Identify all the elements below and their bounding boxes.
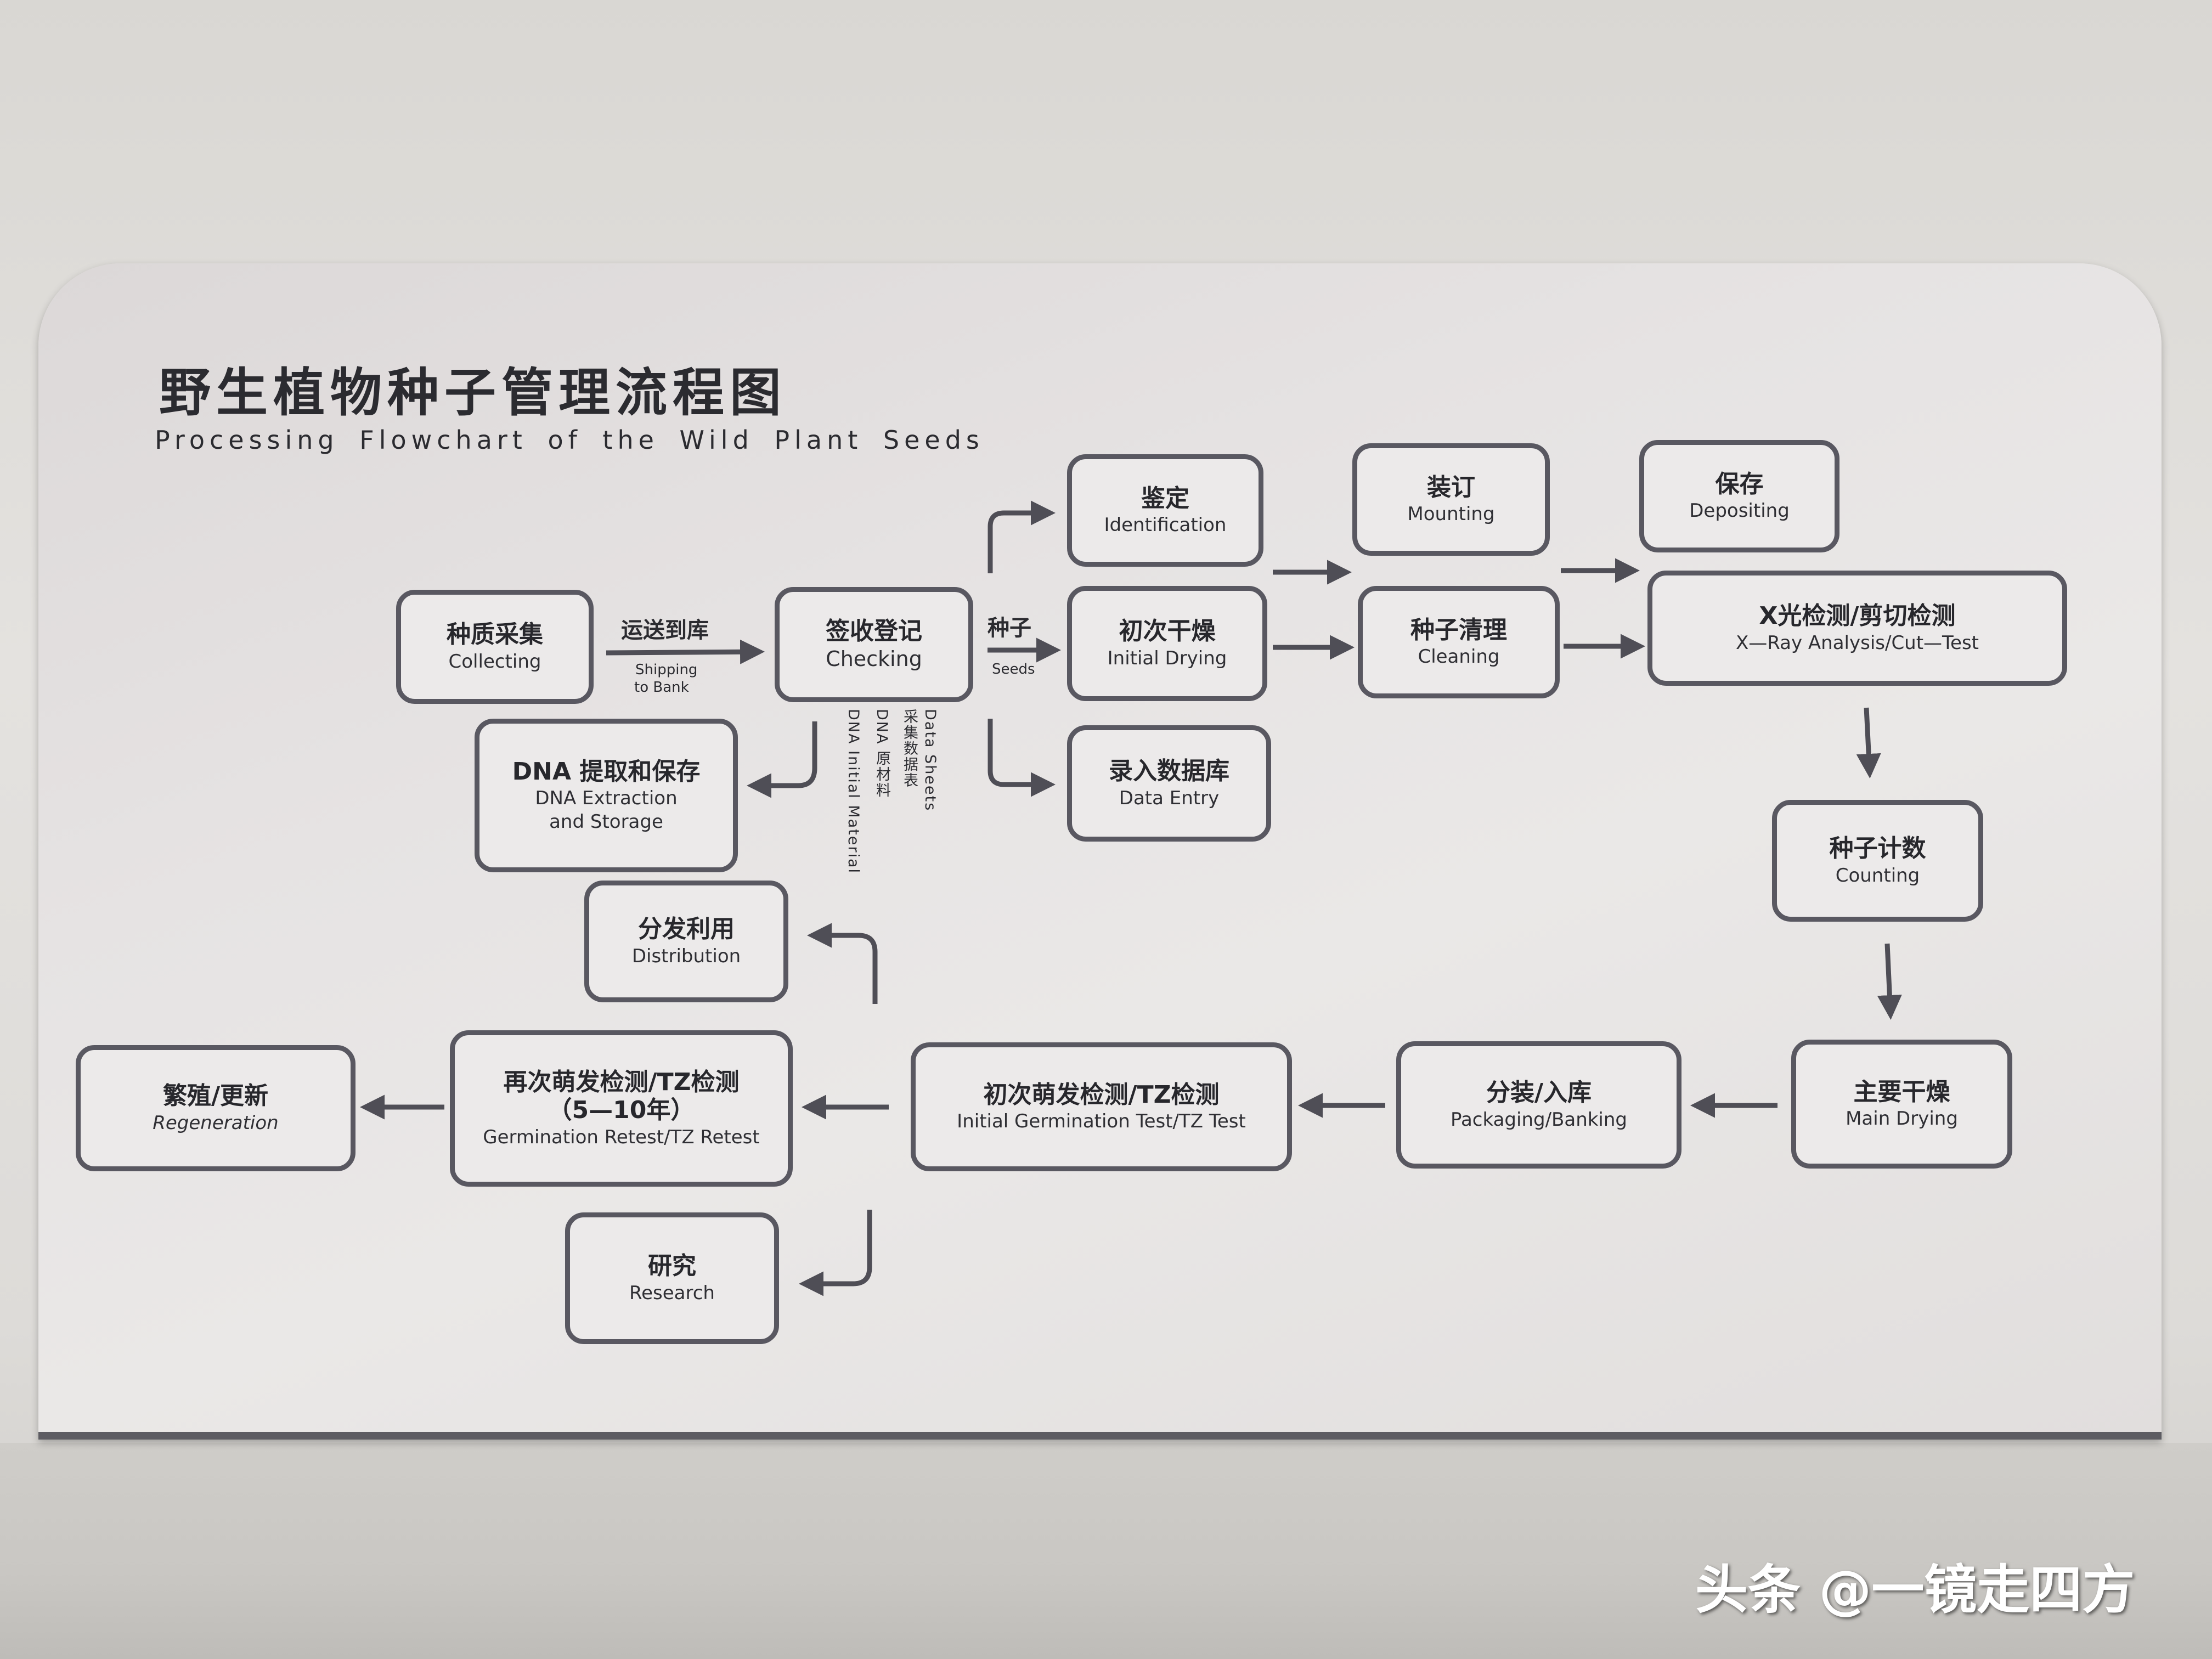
label-shipping-en-1: Shipping [635,662,698,678]
wall-lower-area [0,1443,2212,1659]
node-initial-germination-en: Initial Germination Test/TZ Test [957,1110,1246,1133]
node-collecting-en: Collecting [448,650,541,673]
node-research-en: Research [629,1282,715,1304]
node-depositing: 保存 Depositing [1639,440,1839,552]
label-data-sheets-en: Data Sheets [922,709,939,812]
node-initial-germination-zh: 初次萌发检测/TZ检测 [983,1080,1220,1109]
node-retest-zh-years: （5—10年） [548,1096,695,1124]
node-data-entry: 录入数据库 Data Entry [1067,725,1271,842]
node-packaging-zh: 分装/入库 [1486,1079,1592,1107]
node-cleaning-zh: 种子清理 [1410,616,1507,644]
node-packaging-en: Packaging/Banking [1450,1108,1628,1131]
node-checking-en: Checking [826,647,922,672]
node-dna-en-2: and Storage [549,811,663,833]
node-initial-drying-zh: 初次干燥 [1119,617,1216,646]
node-distribution-zh: 分发利用 [638,915,735,944]
node-xray-en: X—Ray Analysis/Cut—Test [1735,631,1979,654]
arrow-retest-distribution [807,923,878,1004]
arrow-counting-main-drying [1877,943,1902,1020]
node-main-drying-en: Main Drying [1846,1108,1958,1130]
label-dna-material-zh: DNA 原材料 [873,709,890,799]
title-chinese: 野生植物种子管理流程图 [159,363,787,423]
arrow-xray-counting [1856,707,1881,778]
node-research: 研究 Research [565,1212,779,1344]
node-regeneration-zh: 繁殖/更新 [162,1082,269,1110]
title-english: Processing Flowchart of the Wild Plant S… [155,425,984,455]
node-mounting: 装订 Mounting [1352,443,1550,556]
node-initial-drying: 初次干燥 Initial Drying [1067,586,1267,701]
node-mounting-en: Mounting [1407,503,1495,526]
label-shipping-en-2: to Bank [634,679,689,696]
node-xray-zh: X光检测/剪切检测 [1759,602,1956,630]
node-counting: 种子计数 Counting [1772,800,1983,922]
node-identification-en: Identification [1104,514,1227,537]
arrow-seeds-data-entry [988,719,1056,797]
node-dna: DNA 提取和保存 DNA Extraction and Storage [475,719,738,872]
label-data-sheets-zh: 采集数据表 [901,709,918,788]
node-main-drying-zh: 主要干燥 [1853,1077,1950,1106]
arrow-collecting-checking [606,639,765,664]
node-research-zh: 研究 [648,1252,696,1280]
node-counting-zh: 种子计数 [1829,834,1926,863]
node-collecting-zh: 种质采集 [447,620,543,649]
node-mounting-zh: 装订 [1427,473,1475,501]
node-dna-zh: DNA 提取和保存 [512,757,701,786]
node-distribution-en: Distribution [631,945,741,967]
node-packaging: 分装/入库 Packaging/Banking [1396,1041,1681,1169]
arrow-seeds-identification [988,500,1056,573]
node-counting-en: Counting [1835,864,1920,887]
node-collecting: 种质采集 Collecting [396,590,594,704]
node-retest-en: Germination Retest/TZ Retest [483,1126,760,1148]
label-seeds-en: Seeds [992,661,1035,678]
node-dna-en: DNA Extraction [535,787,678,810]
node-identification-zh: 鉴定 [1141,484,1189,512]
label-seeds-zh: 种子 [988,616,1031,641]
node-identification: 鉴定 Identification [1067,454,1263,567]
node-data-entry-zh: 录入数据库 [1109,757,1229,786]
node-cleaning: 种子清理 Cleaning [1358,586,1560,698]
node-cleaning-en: Cleaning [1418,646,1500,668]
arrow-retest-research [799,1210,872,1296]
label-shipping-zh: 运送到库 [621,618,709,643]
node-depositing-zh: 保存 [1715,470,1764,498]
node-xray: X光检测/剪切检测 X—Ray Analysis/Cut—Test [1647,571,2067,686]
node-regeneration-en: Regeneration [153,1111,279,1134]
node-initial-germination: 初次萌发检测/TZ检测 Initial Germination Test/TZ … [911,1042,1292,1171]
node-distribution: 分发利用 Distribution [584,881,788,1002]
node-main-drying: 主要干燥 Main Drying [1791,1040,2012,1169]
arrow-checking-dna [747,721,817,798]
node-initial-drying-en: Initial Drying [1107,647,1227,669]
node-retest: 再次萌发检测/TZ检测 （5—10年） Germination Retest/T… [450,1030,793,1187]
node-checking: 签收登记 Checking [775,587,973,702]
watermark-text: 头条 @一镜走四方 [1695,1559,2135,1621]
node-regeneration: 繁殖/更新 Regeneration [76,1045,356,1171]
node-data-entry-en: Data Entry [1119,787,1220,809]
node-depositing-en: Depositing [1689,500,1790,522]
node-checking-zh: 签收登记 [826,617,922,645]
label-dna-material-en: DNA Initial Material [845,709,862,874]
node-retest-zh: 再次萌发检测/TZ检测 [503,1068,740,1097]
